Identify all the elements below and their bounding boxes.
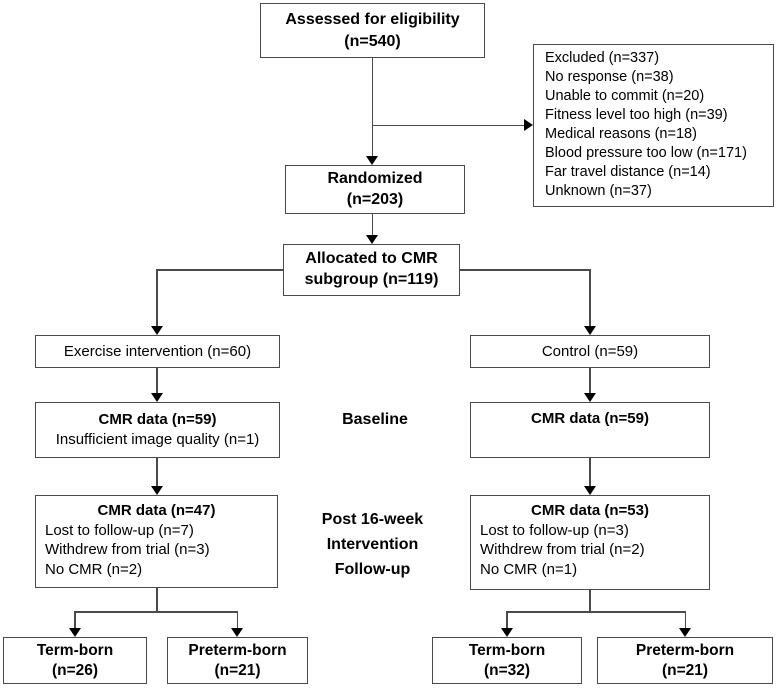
excluded-line: Excluded (n=337)	[545, 50, 660, 66]
box-title: Assessed for eligibility	[285, 10, 460, 28]
exercise-term-born-box: Term-born (n=26)	[3, 637, 147, 684]
excluded-line: Unknown (n=37)	[545, 183, 652, 199]
connector-line	[156, 458, 158, 488]
excluded-line: No response (n=38)	[545, 69, 674, 85]
box-detail-line: Lost to follow-up (n=7)	[45, 521, 194, 539]
arrowhead-down-icon	[366, 235, 378, 244]
connector-line	[372, 124, 524, 126]
box-count: (n=540)	[344, 32, 401, 50]
box-detail-line: Insufficient image quality (n=1)	[55, 431, 260, 448]
box-count: (n=21)	[661, 661, 709, 679]
box-title: CMR data (n=59)	[531, 410, 649, 427]
control-post-cmr-box: CMR data (n=53) Lost to follow-up (n=3) …	[470, 495, 710, 590]
excluded-line: Fitness level too high (n=39)	[545, 107, 728, 123]
exercise-preterm-born-box: Preterm-born (n=21)	[167, 637, 308, 684]
connector-line	[506, 611, 686, 613]
post-intervention-stage-label: Post 16-week Intervention Follow-up	[305, 507, 440, 582]
excluded-line: Blood pressure too low (n=171)	[545, 145, 747, 161]
box-count: (n=32)	[483, 661, 531, 679]
connector-line	[589, 458, 591, 488]
arrowhead-down-icon	[584, 326, 596, 335]
arrowhead-down-icon	[69, 628, 81, 637]
connector-line	[371, 214, 373, 237]
connector-line	[156, 269, 158, 328]
arrowhead-down-icon	[501, 628, 513, 637]
box-detail-line: No CMR (n=1)	[480, 560, 578, 578]
box-title: CMR data (n=47)	[97, 502, 216, 519]
box-title: CMR data (n=59)	[98, 411, 217, 428]
box-title: Randomized	[327, 169, 423, 187]
box-title: Preterm-born	[635, 641, 735, 659]
box-title: Term-born	[468, 641, 546, 659]
stage-label-line: Post 16-week	[321, 511, 424, 528]
arrowhead-down-icon	[584, 486, 596, 495]
arrowhead-right-icon	[524, 119, 533, 131]
connector-line	[589, 368, 591, 395]
control-term-born-box: Term-born (n=32)	[432, 637, 582, 684]
box-count: subgroup (n=119)	[304, 271, 439, 288]
stage-label-line: Follow-up	[334, 561, 411, 578]
connector-line	[74, 611, 238, 613]
connector-line	[156, 368, 158, 395]
randomized-box: Randomized (n=203)	[285, 165, 465, 214]
arrowhead-down-icon	[151, 326, 163, 335]
box-detail-line: Lost to follow-up (n=3)	[480, 521, 629, 539]
connector-line	[589, 269, 591, 328]
exercise-intervention-box: Exercise intervention (n=60)	[35, 335, 280, 368]
exercise-baseline-cmr-box: CMR data (n=59) Insufficient image quali…	[35, 402, 280, 458]
box-title: Term-born	[36, 641, 114, 659]
exercise-post-cmr-box: CMR data (n=47) Lost to follow-up (n=7) …	[35, 495, 278, 588]
arrowhead-down-icon	[584, 393, 596, 402]
assessed-eligibility-box: Assessed for eligibility (n=540)	[260, 3, 485, 58]
stage-label-line: Intervention	[326, 536, 419, 553]
connector-line	[589, 590, 591, 612]
control-box: Control (n=59)	[470, 335, 710, 368]
connector-line	[506, 611, 508, 630]
box-count: (n=21)	[214, 661, 261, 679]
connector-line	[74, 611, 76, 630]
connector-line	[459, 269, 591, 271]
allocated-cmr-box: Allocated to CMR subgroup (n=119)	[283, 244, 460, 296]
connector-line	[371, 58, 373, 158]
connector-line	[156, 269, 284, 271]
arrowhead-down-icon	[679, 628, 691, 637]
box-detail-line: Withdrew from trial (n=3)	[45, 541, 210, 558]
excluded-line: Far travel distance (n=14)	[545, 164, 711, 180]
connector-line	[156, 588, 158, 612]
box-title: Control (n=59)	[541, 343, 639, 360]
arrowhead-down-icon	[151, 486, 163, 495]
box-title: Exercise intervention (n=60)	[63, 343, 252, 360]
box-count: (n=26)	[51, 661, 99, 679]
box-count: (n=203)	[346, 190, 404, 208]
box-title: Preterm-born	[188, 641, 287, 659]
arrowhead-down-icon	[366, 156, 378, 165]
control-baseline-cmr-box: CMR data (n=59)	[470, 402, 710, 458]
box-title: Allocated to CMR	[305, 250, 438, 268]
baseline-stage-label: Baseline	[342, 411, 408, 428]
excluded-line: Unable to commit (n=20)	[545, 88, 705, 104]
box-detail-line: Withdrew from trial (n=2)	[480, 541, 645, 558]
excluded-line: Medical reasons (n=18)	[545, 126, 697, 142]
connector-line	[684, 611, 686, 630]
box-title: CMR data (n=53)	[531, 502, 649, 519]
connector-line	[236, 611, 238, 630]
control-preterm-born-box: Preterm-born (n=21)	[597, 637, 773, 684]
arrowhead-down-icon	[231, 628, 243, 637]
excluded-box: Excluded (n=337) No response (n=38) Unab…	[533, 44, 774, 207]
box-detail-line: No CMR (n=2)	[45, 560, 143, 578]
arrowhead-down-icon	[151, 393, 163, 402]
